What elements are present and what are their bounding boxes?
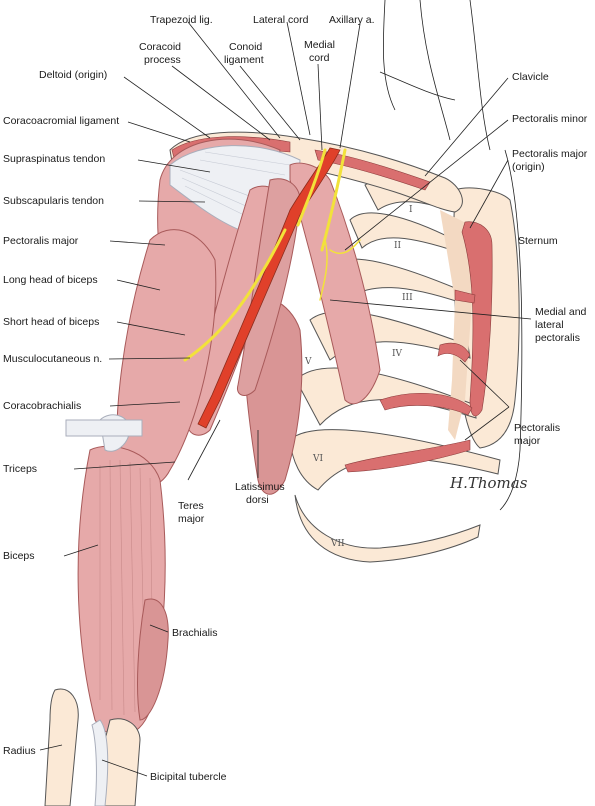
label-short-head-biceps: Short head of biceps (3, 316, 99, 328)
label-clavicle: Clavicle (512, 71, 549, 83)
rib-numeral-2: II (394, 241, 402, 251)
body-outline (379, 0, 523, 511)
rib-numerals: I II III IV V VI VII (304, 205, 413, 549)
label-lateral-cord: Lateral cord (253, 14, 309, 26)
rib-7 (294, 494, 481, 563)
label-pectoralis-major-origin-2: (origin) (512, 161, 545, 173)
arm-cut-section (65, 419, 143, 437)
rib-6 (289, 429, 501, 491)
tendon-striations (179, 151, 291, 219)
label-brachialis: Brachialis (172, 627, 218, 639)
label-pectoralis-major-origin-1: Pectoralis major (512, 148, 588, 160)
labels: Trapezoid lig. Lateral cord Axillary a. … (3, 14, 588, 783)
label-teres-major-2: major (178, 513, 205, 525)
brachialis-muscle (137, 598, 169, 721)
label-coracoid-process-1: Coracoid (139, 41, 181, 53)
label-medial-cord-2: cord (309, 52, 330, 64)
radius-bone (44, 688, 79, 806)
label-medial-lateral-pectoralis-2: lateral (535, 319, 564, 331)
rib-numeral-3: III (402, 293, 413, 303)
label-biceps: Biceps (3, 550, 35, 562)
lateral-cord-nerve (296, 148, 327, 227)
costal-cartilage (440, 210, 472, 440)
ulna-bone (104, 718, 141, 806)
label-bicipital-tubercle: Bicipital tubercle (150, 771, 227, 783)
label-trapezoid-lig: Trapezoid lig. (150, 14, 213, 26)
forearm-bones (44, 688, 141, 806)
musculocutaneous-nerve (183, 228, 287, 362)
artist-signature: H.Thomas (449, 474, 528, 492)
rib-numeral-7: VII (330, 539, 345, 549)
label-deltoid-origin: Deltoid (origin) (39, 69, 107, 81)
label-medial-cord-1: Medial (304, 39, 335, 51)
label-supraspinatus-tendon: Supraspinatus tendon (3, 153, 105, 165)
pectoralis-minor-muscle (289, 162, 381, 405)
label-coracobrachialis: Coracobrachialis (3, 400, 81, 412)
biceps-tendon (91, 719, 109, 806)
label-pectoralis-minor: Pectoralis minor (512, 113, 588, 125)
label-subscapularis-tendon: Subscapularis tendon (3, 195, 104, 207)
rib-numeral-4: IV (392, 349, 403, 359)
pectoralis-major-origin (344, 221, 493, 473)
label-coracoacromial-ligament: Coracoacromial ligament (3, 115, 119, 127)
label-pectoralis-major-left: Pectoralis major (3, 235, 79, 247)
leader-lines (39, 21, 532, 777)
label-triceps: Triceps (3, 463, 37, 475)
label-long-head-biceps: Long head of biceps (3, 274, 98, 286)
label-musculocutaneous-n: Musculocutaneous n. (3, 353, 102, 365)
label-conoid-ligament-1: Conoid (229, 41, 262, 53)
rib-numeral-5: V (304, 357, 312, 367)
axillary-artery (197, 147, 341, 429)
label-teres-major-1: Teres (178, 500, 204, 512)
pectoral-nerves (319, 239, 361, 301)
label-medial-lateral-pectoralis-3: pectoralis (535, 332, 580, 344)
label-conoid-ligament-2: ligament (224, 54, 264, 66)
label-coracoid-process-2: process (144, 54, 181, 66)
label-radius: Radius (3, 745, 36, 757)
label-axillary-a: Axillary a. (329, 14, 375, 26)
label-pectoralis-major-right-2: major (514, 435, 541, 447)
label-medial-lateral-pectoralis-1: Medial and (535, 306, 587, 318)
upper-arm (116, 229, 217, 490)
label-latissimus-dorsi-2: dorsi (246, 494, 269, 506)
label-sternum: Sternum (518, 235, 558, 247)
nerves (183, 148, 361, 362)
label-pectoralis-major-right-1: Pectoralis (514, 422, 560, 434)
rib-numeral-6: VI (312, 454, 323, 464)
label-latissimus-dorsi-1: Latissimus (235, 481, 285, 493)
rib-numeral-1: I (409, 205, 413, 215)
